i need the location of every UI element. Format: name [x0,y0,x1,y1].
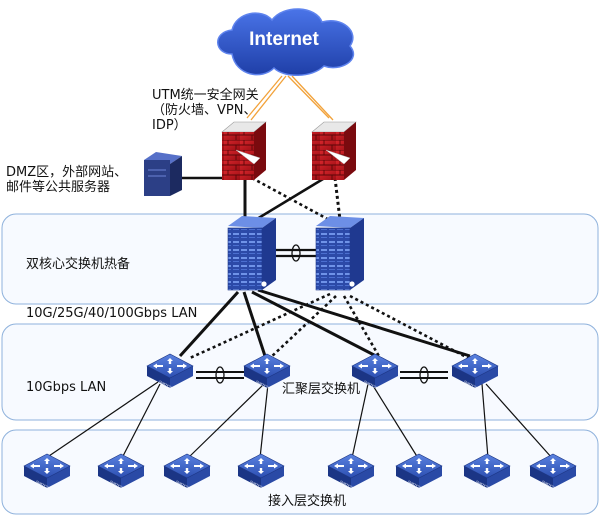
internet-label: Internet [249,29,319,50]
aggregation-speed-label: 10Gbps LAN [26,380,107,395]
server-icon [144,152,182,196]
internet-cloud-icon [217,8,354,76]
aggregation-interconnects [196,366,448,384]
firewall-icon [221,121,267,180]
uplink-speed-label: 10G/25G/40/100Gbps LAN [26,306,198,321]
core-switch-icon [227,216,276,291]
access-layer-label: 接入层交换机 [268,494,347,509]
firewall-core-links [176,174,342,224]
aggregation-zone [1,323,599,421]
access-zone [1,429,599,515]
core-switch-label: 双核心交换机热备 [26,257,131,272]
internet-uplinks [246,75,334,121]
utm-gateway-label: UTM统一安全网关（防火墙、VPN、IDP） [152,88,259,133]
core-aggregation-links [178,288,471,360]
aggregation-layer-label: 汇聚层交换机 [282,382,361,397]
dmz-label: DMZ区，外部网站、邮件等公共服务器 [6,165,128,195]
aggregation-access-links [45,381,553,459]
core-switch-icon [315,216,364,291]
core-interconnect [274,244,318,262]
firewall-icon [311,121,357,180]
